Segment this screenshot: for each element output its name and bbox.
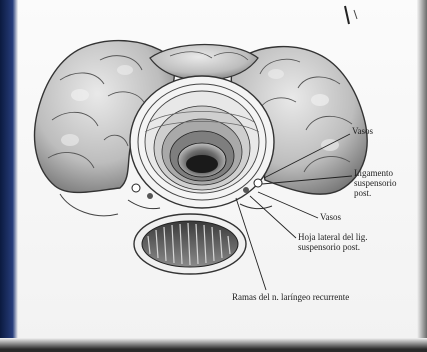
label-vasos-lower: Vasos — [320, 212, 341, 222]
label-ramas-nervio: Ramas del n. laríngeo recurrente — [232, 292, 349, 302]
label-hoja-lateral: Hoja lateral del lig. suspensorio post. — [298, 232, 367, 252]
label-vasos-upper: Vasos — [352, 126, 373, 136]
pen-mark-small — [354, 10, 357, 19]
trachea — [130, 76, 274, 208]
esophagus — [134, 214, 246, 274]
pen-mark — [345, 6, 349, 24]
label-ligamento-suspensorio: Ligamento suspensorio post. — [354, 168, 397, 198]
